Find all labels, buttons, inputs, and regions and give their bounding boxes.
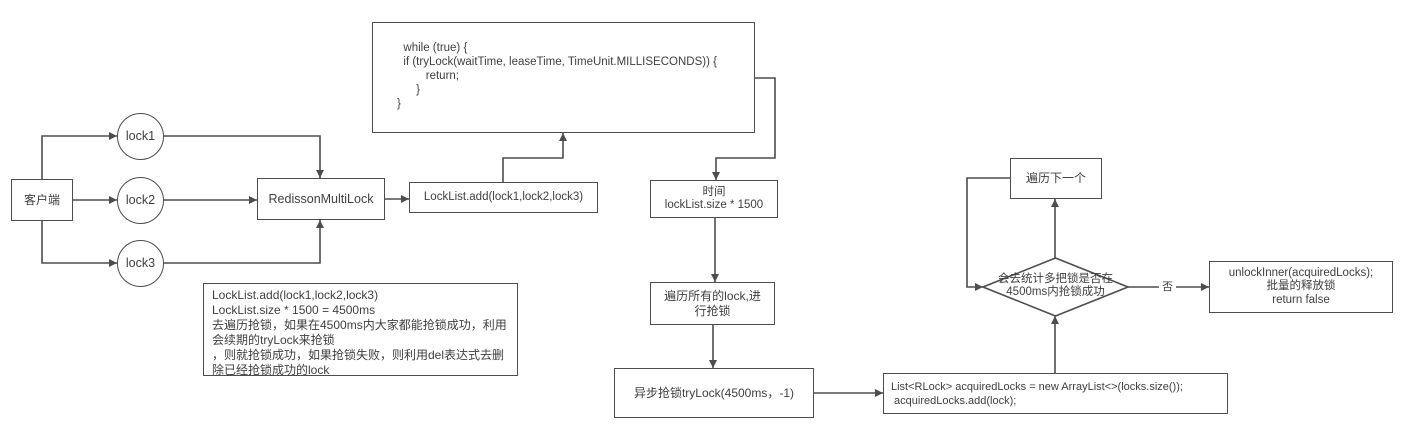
node-lock1: lock1 [117, 113, 164, 160]
node-acquired-locks-code: List<RLock> acquiredLocks = new ArrayLis… [883, 373, 1228, 414]
node-traverse-all-locks: 遍历所有的lock,进行抢锁 [650, 282, 775, 325]
node-async-trylock: 异步抢锁tryLock(4500ms，-1) [614, 368, 814, 418]
edge-lock3-to-multilock [164, 220, 324, 264]
edge-client-to-lock1 [41, 132, 117, 179]
edge-locklist-to-code [502, 133, 567, 182]
node-time: 时间 lockList.size * 1500 [650, 180, 778, 218]
node-unlock-inner: unlockInner(acquiredLocks); 批量的释放锁 retur… [1209, 261, 1393, 313]
edge-client-to-lock3 [41, 221, 117, 267]
edge-code-to-time [712, 77, 776, 180]
edge-lock1-to-multilock [164, 135, 324, 178]
decision-diamond-label: 会去统计多把锁是否在 4500ms内抢锁成功 [998, 272, 1113, 299]
node-redisson-multilock: RedissonMultiLock [257, 178, 385, 220]
edge-nextone-to-decision [966, 177, 1010, 291]
decision-diamond-shape [980, 257, 1131, 317]
node-lock2: lock2 [117, 177, 164, 224]
node-traverse-next: 遍历下一个 [1010, 158, 1102, 199]
notes-box: LockList.add(lock1,lock2,lock3) LockList… [203, 283, 518, 377]
node-lock3: lock3 [117, 240, 164, 287]
edge-label-no: 否 [1159, 280, 1176, 294]
node-while-trylock-code: while (true) { if (tryLock(waitTime, lea… [372, 22, 755, 133]
node-locklist-add: LockList.add(lock1,lock2,lock3) [409, 182, 598, 213]
node-client: 客户端 [11, 179, 73, 221]
